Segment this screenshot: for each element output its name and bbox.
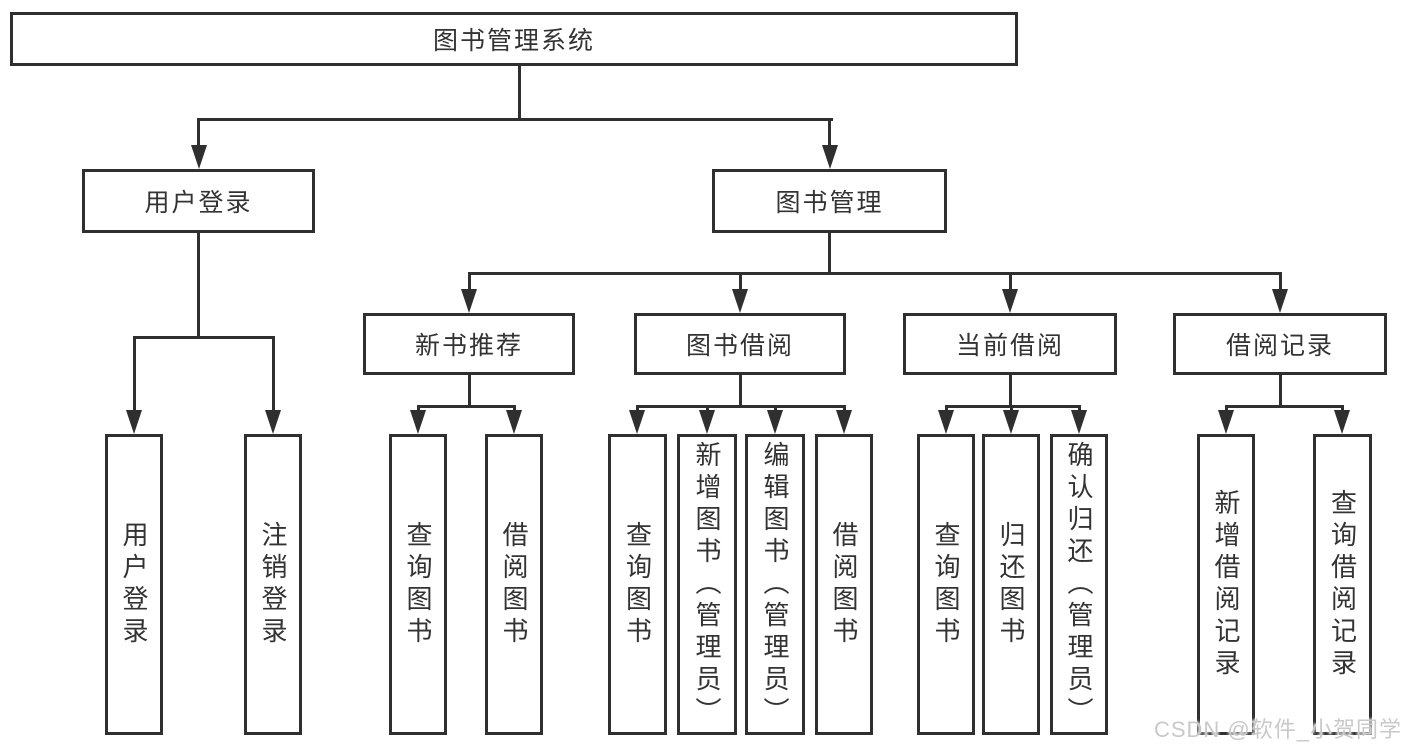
connector-new-book-hbar xyxy=(416,405,516,408)
leaf-label: 归还图书 xyxy=(996,520,1026,649)
node-label: 图书管理系统 xyxy=(432,27,595,55)
arrow-g2-1-icon xyxy=(410,410,426,434)
node-label: 新书推荐 xyxy=(414,332,523,360)
arrow-g5-2-icon xyxy=(1334,410,1350,434)
leaf-label: 新增图书（管理员） xyxy=(692,440,722,729)
connector-drop-user-login xyxy=(196,118,200,146)
arrow-g4-1-icon xyxy=(938,410,954,434)
connector-drop-g4-1 xyxy=(944,405,948,413)
leaf-label: 查询图书 xyxy=(403,520,433,649)
connector-drop-g3-2 xyxy=(705,405,709,413)
arrow-to-leaf-logout-icon xyxy=(265,410,281,434)
node-label: 用户登录 xyxy=(144,189,253,217)
connector-drop-g2-1 xyxy=(416,405,420,413)
arrow-g3-4-icon xyxy=(836,410,852,434)
arrow-g3-1-icon xyxy=(629,410,645,434)
connector-current-borrowing-hbar xyxy=(944,405,1081,408)
connector-drop-g3-4 xyxy=(842,405,846,413)
connector-drop-book-borrowing xyxy=(738,272,742,292)
connector-book-management-stem xyxy=(828,233,831,272)
connector-drop-g3-3 xyxy=(773,405,777,413)
connector-book-borrowing-hbar xyxy=(635,405,846,408)
arrow-g2-2-icon xyxy=(506,410,522,434)
connector-drop-leaf-user-login xyxy=(132,336,136,412)
leaf-label: 用户登录 xyxy=(119,520,149,649)
connector-new-book-stem xyxy=(467,375,471,405)
connector-drop-g4-2 xyxy=(1009,405,1013,413)
connector-drop-current-borrowing xyxy=(1008,272,1012,292)
leaf-label: 新增借阅记录 xyxy=(1211,488,1241,681)
leaf-query-books-recommend: 查询图书 xyxy=(389,434,447,735)
leaf-add-borrow-record: 新增借阅记录 xyxy=(1197,434,1255,735)
leaf-label: 查询图书 xyxy=(931,520,961,649)
connector-drop-leaf-logout xyxy=(271,336,275,412)
leaf-label: 查询借阅记录 xyxy=(1327,488,1358,681)
leaf-label: 借阅图书 xyxy=(829,520,859,649)
arrow-to-book-borrowing-icon xyxy=(732,289,748,313)
connector-drop-new-book xyxy=(467,272,471,292)
connector-book-borrowing-stem xyxy=(738,375,742,405)
arrow-g3-2-icon xyxy=(699,410,715,434)
leaf-user-login: 用户登录 xyxy=(105,434,163,735)
leaf-add-books-admin: 新增图书（管理员） xyxy=(677,434,737,735)
leaf-confirm-return-admin: 确认归还（管理员） xyxy=(1050,434,1108,735)
connector-level3-hbar xyxy=(467,272,1282,275)
connector-root-stem xyxy=(517,66,521,118)
node-user-login: 用户登录 xyxy=(82,169,315,233)
leaf-logout: 注销登录 xyxy=(244,434,302,735)
arrow-to-current-borrowing-icon xyxy=(1002,289,1018,313)
connector-drop-g2-2 xyxy=(512,405,516,413)
leaf-label: 注销登录 xyxy=(258,520,288,649)
node-new-book-recommendation: 新书推荐 xyxy=(363,313,575,375)
connector-drop-book-management xyxy=(828,118,831,146)
leaf-return-books: 归还图书 xyxy=(982,434,1040,735)
arrow-g4-2-icon xyxy=(1003,410,1019,434)
connector-drop-g5-2 xyxy=(1340,405,1344,413)
arrow-to-borrowing-records-icon xyxy=(1272,289,1288,313)
node-book-borrowing: 图书借阅 xyxy=(634,313,846,375)
leaf-borrow-books-borrowing: 借阅图书 xyxy=(815,434,873,735)
connector-drop-borrowing-records xyxy=(1278,272,1282,292)
leaf-label: 编辑图书（管理员） xyxy=(760,440,790,729)
node-label: 图书管理 xyxy=(775,189,884,217)
leaf-label: 查询图书 xyxy=(622,520,653,649)
leaf-query-borrow-record: 查询借阅记录 xyxy=(1313,434,1372,735)
arrow-to-new-book-icon xyxy=(461,289,477,313)
node-label: 当前借阅 xyxy=(955,332,1064,360)
connector-user-login-hbar xyxy=(132,336,275,339)
arrow-to-book-management-icon xyxy=(821,145,838,169)
connector-user-login-stem xyxy=(196,233,200,336)
arrow-to-user-login-icon xyxy=(190,145,207,169)
connector-current-borrowing-stem xyxy=(1008,375,1012,405)
arrow-to-leaf-user-login-icon xyxy=(126,410,142,434)
connector-borrowing-records-stem xyxy=(1278,375,1282,405)
arrow-g5-1-icon xyxy=(1218,410,1234,434)
connector-level2-hbar xyxy=(196,118,833,121)
csdn-watermark: CSDN @软件_小贺同学 xyxy=(1153,717,1402,742)
leaf-borrow-books-recommend: 借阅图书 xyxy=(485,434,543,735)
node-library-management-system: 图书管理系统 xyxy=(10,12,1018,66)
connector-borrowing-records-hbar xyxy=(1224,405,1344,408)
leaf-edit-books-admin: 编辑图书（管理员） xyxy=(745,434,805,735)
connector-drop-g5-1 xyxy=(1224,405,1228,413)
connector-drop-g4-3 xyxy=(1077,405,1081,413)
arrow-g4-3-icon xyxy=(1071,410,1087,434)
node-borrowing-records: 借阅记录 xyxy=(1173,313,1387,375)
node-current-borrowing: 当前借阅 xyxy=(903,313,1117,375)
node-book-management: 图书管理 xyxy=(712,169,947,233)
connector-drop-g3-1 xyxy=(635,405,639,413)
node-label: 图书借阅 xyxy=(685,332,794,360)
leaf-query-books-current: 查询图书 xyxy=(917,434,975,735)
arrow-g3-3-icon xyxy=(767,410,783,434)
leaf-query-books-borrowing: 查询图书 xyxy=(608,434,667,735)
node-label: 借阅记录 xyxy=(1225,332,1334,360)
leaf-label: 确认归还（管理员） xyxy=(1064,440,1094,729)
leaf-label: 借阅图书 xyxy=(499,520,529,649)
